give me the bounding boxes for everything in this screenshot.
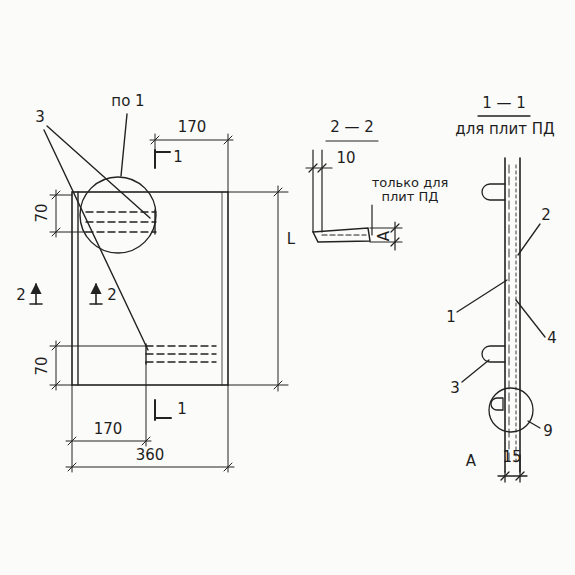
callout-number: 1 [446, 310, 456, 326]
callout-number: 2 [541, 208, 551, 224]
section-mark: 2 [107, 288, 117, 304]
section-title: 1 — 1 [482, 96, 526, 112]
callout-number: 4 [547, 331, 557, 347]
section-1-1 [457, 116, 545, 482]
section-mark: 2 [16, 288, 26, 304]
callout-number: 3 [450, 381, 460, 397]
dimension-lines [30, 134, 288, 472]
dimension: А [377, 231, 393, 241]
dimension: А [466, 454, 476, 470]
dimension: 10 [336, 151, 355, 167]
dimension: 360 [136, 448, 165, 464]
dimension: 70 [35, 356, 51, 375]
callout-number: 9 [543, 424, 553, 440]
dimension: 170 [94, 422, 123, 438]
section-mark: 1 [177, 402, 187, 418]
section-title: 2 — 2 [330, 120, 374, 136]
section-mark: 1 [173, 150, 183, 166]
dimension: 70 [35, 203, 51, 222]
callout-number: 3 [35, 110, 45, 126]
note: только для плит ПД [367, 176, 453, 203]
note: для плит ПД [455, 122, 554, 138]
detail-callout: по 1 [111, 94, 144, 110]
dimension: 170 [178, 120, 207, 136]
dimension: L [287, 232, 295, 248]
dimension: 15 [502, 450, 521, 466]
plate-elevation [44, 114, 228, 385]
